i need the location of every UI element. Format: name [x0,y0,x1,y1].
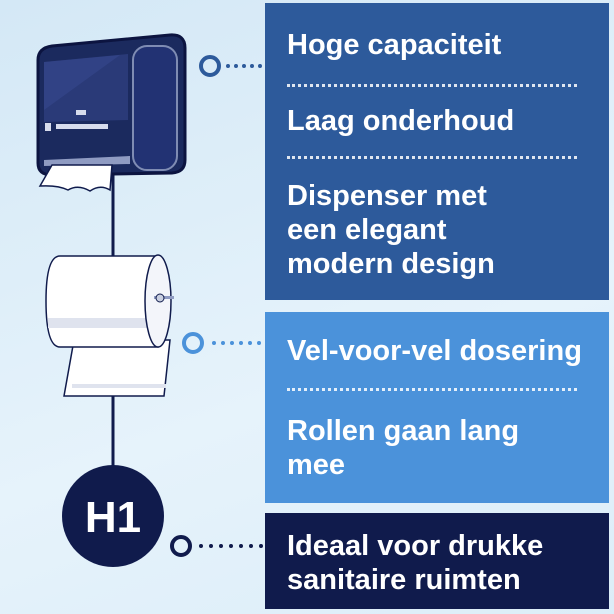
dispenser-icon [36,33,187,192]
feature-panel-secondary: Vel-voor-vel dosering Rollen gaan lang m… [265,312,609,503]
svg-text:H1: H1 [85,493,141,542]
feature-busy-washrooms: Ideaal voor drukke sanitaire ruimten [287,530,544,596]
feature-roll-life: Rollen gaan lang mee [287,415,520,481]
connector-top [199,55,264,77]
divider [287,84,577,87]
feature-panel-tertiary: Ideaal voor drukke sanitaire ruimten [265,513,609,609]
divider [287,156,577,159]
feature-capacity: Hoge capaciteit [287,29,502,61]
divider [287,388,577,391]
feature-maintenance: Laag onderhoud [287,105,515,137]
paper-roll-icon [45,254,174,397]
h1-badge: H1 [62,465,164,567]
feature-dosing: Vel-voor-vel dosering [287,335,582,367]
feature-design: Dispenser met een elegant modern design [287,180,495,280]
connector-middle [182,332,264,354]
feature-panel-primary: Hoge capaciteit Laag onderhoud Dispenser… [265,3,609,300]
connector-bottom [170,535,264,557]
